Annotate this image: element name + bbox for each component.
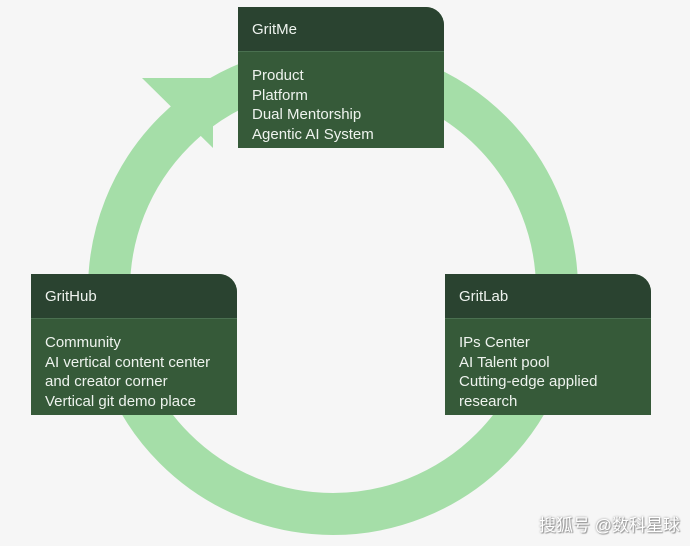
node-title: GritMe — [238, 7, 444, 52]
node-item: IPs Center — [459, 334, 530, 351]
node-item: Agentic AI System — [252, 125, 374, 143]
node-item: AI vertical content center — [45, 353, 211, 371]
node-gritme: GritMe Product Platform Dual Mentorship … — [238, 7, 444, 148]
node-item: AI Talent pool — [459, 353, 550, 371]
node-item: Vertical git demo place — [45, 392, 196, 410]
node-item: Platform — [252, 86, 308, 104]
node-item: Cutting-edge applied — [459, 373, 598, 390]
node-item: research — [459, 392, 518, 410]
node-item: Product — [252, 67, 304, 84]
node-item: Community — [45, 334, 121, 351]
node-title: GritLab — [445, 274, 651, 319]
node-grithub: GritHub Community AI vertical content ce… — [31, 274, 237, 415]
watermark: 搜狐号 @数科星球 — [539, 516, 680, 535]
node-item: and creator corner — [45, 373, 168, 390]
node-gritlab: GritLab IPs Center AI Talent pool Cuttin… — [445, 274, 651, 415]
node-title: GritHub — [31, 274, 237, 319]
arrow-head-icon — [142, 78, 213, 148]
node-item: Dual Mentorship — [252, 106, 362, 123]
